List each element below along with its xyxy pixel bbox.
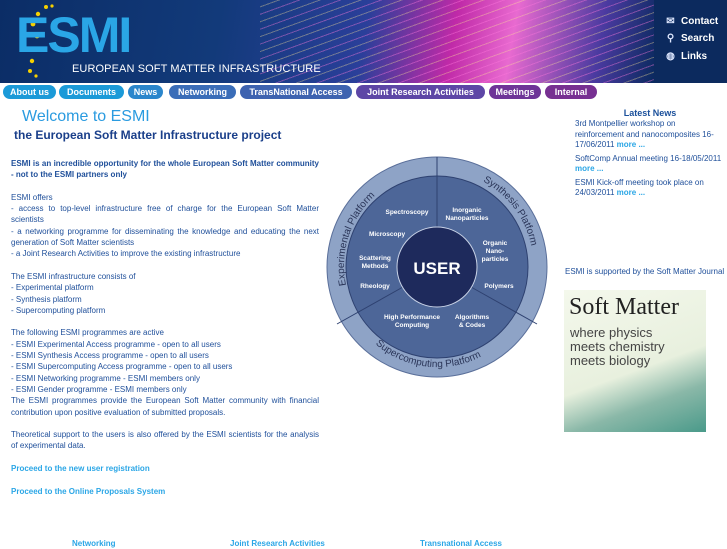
platform-diagram: USER Experimental Platform Synthesis Pla…	[326, 156, 548, 378]
diagram-item: Spectroscopy	[386, 209, 429, 216]
text-line: - ESMI Synthesis Access programme - open…	[11, 351, 209, 361]
more-link[interactable]: more ...	[616, 140, 646, 149]
news-text: 3rd Montpellier workshop on reinforcemen…	[575, 119, 714, 149]
consists-block: The ESMI infrastructure consists of - Ex…	[11, 271, 319, 316]
nav-news[interactable]: News	[128, 85, 163, 99]
nav-meetings[interactable]: Meetings	[489, 85, 541, 99]
header-banner: ESMI EUROPEAN SOFT MATTER INFRASTRUCTURE…	[0, 0, 727, 83]
footer-networking-link[interactable]: Networking	[72, 539, 116, 548]
text-line: - Experimental platform	[11, 283, 94, 293]
esmi-logo[interactable]: ESMI	[16, 7, 132, 63]
text-line: - a Joint Research Activities to improve…	[11, 249, 241, 259]
text-line: - ESMI Experimental Access programme - o…	[11, 339, 221, 349]
user-circle	[396, 226, 478, 308]
search-label: Search	[681, 33, 715, 44]
text-line: - ESMI Gender programme - ESMI members o…	[11, 384, 187, 394]
diagram-item: Computing	[395, 322, 429, 329]
news-title: Latest News	[623, 108, 677, 118]
page-title: Welcome to ESMI	[22, 108, 150, 125]
text-line: - Synthesis platform	[11, 294, 82, 304]
contact-label: Contact	[681, 16, 719, 27]
diagram-item: Microscopy	[369, 231, 406, 238]
center-label: USER	[413, 259, 460, 278]
page-subtitle: the European Soft Matter Infrastructure …	[14, 128, 282, 142]
text-line: ESMI offers	[11, 192, 53, 202]
intro-text: ESMI is an incredible opportunity for th…	[11, 159, 319, 180]
text-line: The ESMI programmes provide the European…	[11, 396, 319, 417]
offers-block: ESMI offers - access to top-level infras…	[11, 192, 319, 260]
footer-transnational-link[interactable]: Transnational Access	[420, 539, 502, 548]
nav-about-us[interactable]: About us	[3, 85, 56, 99]
proposals-link[interactable]: Proceed to the Online Proposals System	[11, 486, 166, 496]
banner-graphic	[260, 0, 660, 83]
news-item: ESMI Kick-off meeting took place on 24/0…	[575, 178, 725, 199]
envelope-icon: ✉	[666, 16, 675, 27]
news-text: ESMI Kick-off meeting took place on 24/0…	[575, 177, 704, 198]
diagram-item: High Performance	[384, 314, 440, 321]
text-line: - Supercomputing platform	[11, 305, 106, 315]
more-link[interactable]: more ...	[616, 188, 646, 197]
latest-news: Latest News 3rd Montpellier workshop on …	[575, 108, 725, 202]
diagram-item: & Codes	[459, 322, 486, 329]
diagram-item: Rheology	[360, 283, 390, 290]
text-line: The ESMI infrastructure consists of	[11, 271, 136, 281]
diagram-item: Inorganic	[452, 207, 482, 214]
diagram-item: Scattering	[359, 255, 391, 262]
divider	[336, 286, 404, 325]
search-link[interactable]: ⚲ Search	[664, 33, 715, 45]
nav-networking[interactable]: Networking	[169, 85, 236, 99]
news-text: SoftComp Annual meeting 16-18/05/2011	[575, 153, 722, 163]
footer-jra-link[interactable]: Joint Research Activities	[230, 539, 325, 548]
contact-link[interactable]: ✉ Contact	[664, 16, 718, 28]
programmes-block: The following ESMI programmes are active…	[11, 327, 319, 417]
links-label: Links	[681, 51, 708, 62]
top-links: ✉ Contact ⚲ Search ◍ Links	[654, 0, 727, 83]
diagram-item: Algorithms	[455, 314, 490, 321]
support-text: ESMI is supported by the Soft Matter Jou…	[565, 267, 725, 276]
more-link[interactable]: more ...	[575, 164, 604, 173]
nav-transnational-access[interactable]: TransNational Access	[240, 85, 352, 99]
nav-documents[interactable]: Documents	[59, 85, 124, 99]
globe-icon: ◍	[666, 51, 675, 62]
news-item: SoftComp Annual meeting 16-18/05/2011 mo…	[575, 154, 725, 175]
registration-link[interactable]: Proceed to the new user registration	[11, 464, 150, 474]
news-item: 3rd Montpellier workshop on reinforcemen…	[575, 119, 725, 151]
diagram-item: Nano-	[486, 248, 504, 255]
diagram-item: Nanoparticles	[446, 215, 489, 222]
text-line: The following ESMI programmes are active	[11, 328, 164, 338]
text-line: - ESMI Networking programme - ESMI membe…	[11, 373, 200, 383]
ad-title: Soft Matter	[569, 294, 679, 320]
diagram-item: Polymers	[484, 283, 514, 290]
theory-text: Theoretical support to the users is also…	[11, 430, 319, 451]
text-line: - access to top-level infrastructure fre…	[11, 204, 319, 225]
nav-joint-research[interactable]: Joint Research Activities	[356, 85, 485, 99]
diagram-item: Organic	[483, 240, 508, 247]
search-icon: ⚲	[666, 33, 675, 44]
diagram-item: particles	[482, 256, 509, 263]
links-link[interactable]: ◍ Links	[664, 51, 707, 63]
divider	[470, 286, 538, 325]
eu-stars-icon	[28, 4, 54, 78]
nav-internal[interactable]: Internal	[545, 85, 597, 99]
diagram-item: Methods	[362, 263, 389, 270]
main-content: ESMI is an incredible opportunity for th…	[11, 158, 319, 508]
tagline: EUROPEAN SOFT MATTER INFRASTRUCTURE	[72, 63, 321, 75]
text-line: - ESMI Supercomputing Access programme -…	[11, 362, 233, 372]
text-line: - a networking programme for disseminati…	[11, 226, 319, 248]
